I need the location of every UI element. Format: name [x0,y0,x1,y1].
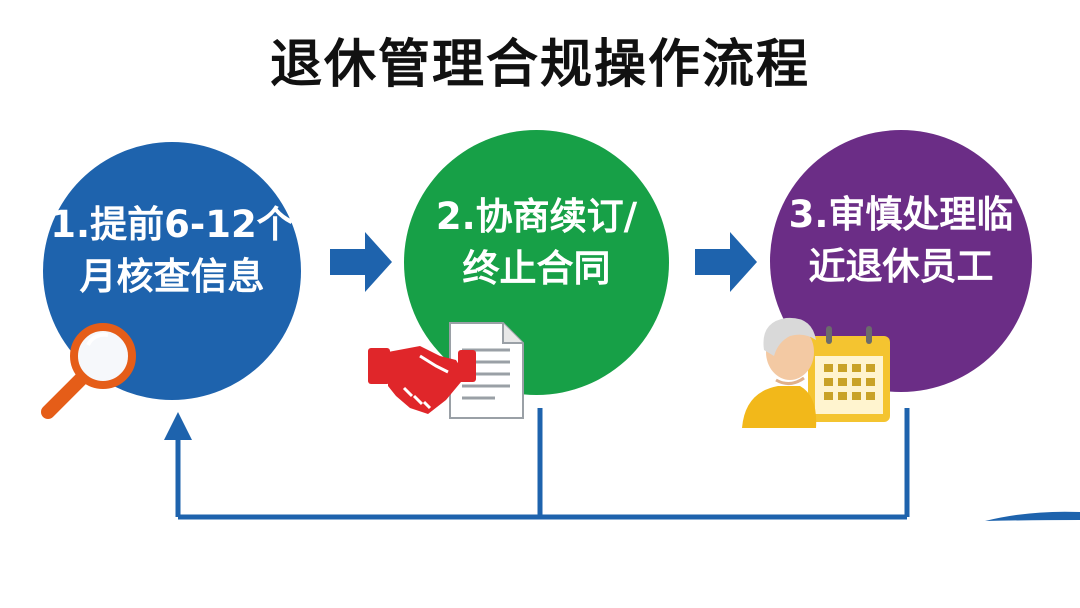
handshake-icon [368,346,476,414]
page-title: 退休管理合规操作流程 [269,35,810,95]
arrow-step1-to-step2 [330,232,392,292]
senior-person-icon [742,317,817,428]
step-2-circle: 2.协商续订/ 终止合同 [404,130,669,395]
step-3-label-line2: 近退休员工 [808,245,994,288]
step-3-label-line1: 3.审慎处理临 [788,193,1014,236]
step-1-label-line2: 月核查信息 [79,255,265,298]
step-2-label-line1: 2.协商续订/ [435,194,638,238]
step-2-label-line2: 终止合同 [462,246,611,290]
document-icon [449,322,524,419]
arrow-step2-to-step3 [695,232,757,292]
calendar-icon [808,326,890,422]
feedback-loop [175,408,910,520]
step-1-label-line1: 1.提前6-12个 [50,203,294,246]
feedback-arrowhead [164,412,192,440]
decorative-swoosh [985,511,1080,521]
magnifier-icon [41,323,136,419]
